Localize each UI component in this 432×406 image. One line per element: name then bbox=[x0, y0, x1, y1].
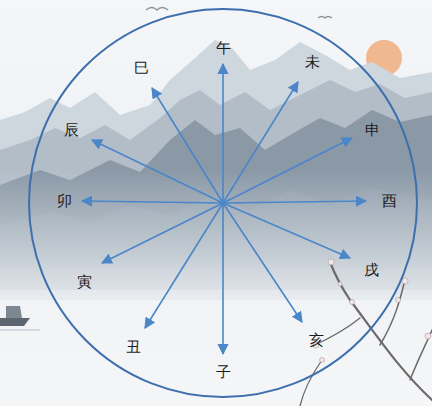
branch-label: 寅 bbox=[76, 274, 93, 291]
outer-circle bbox=[29, 9, 417, 397]
boat bbox=[0, 306, 40, 330]
branch-label: 辰 bbox=[63, 122, 80, 139]
branch-label: 午 bbox=[215, 40, 232, 57]
mist bbox=[0, 170, 432, 406]
branch-label: 卯 bbox=[56, 193, 73, 210]
branch-label: 未 bbox=[304, 54, 321, 71]
branch-label: 亥 bbox=[308, 332, 325, 349]
plum-blossoms bbox=[313, 259, 431, 363]
branch-label: 申 bbox=[364, 122, 381, 139]
branch-label: 丑 bbox=[125, 339, 142, 356]
direction-arrows bbox=[82, 64, 366, 354]
branch-label: 巳 bbox=[133, 60, 150, 77]
branch-label: 戌 bbox=[363, 262, 380, 279]
branch-label: 酉 bbox=[381, 193, 398, 210]
branch-label: 子 bbox=[215, 364, 232, 381]
